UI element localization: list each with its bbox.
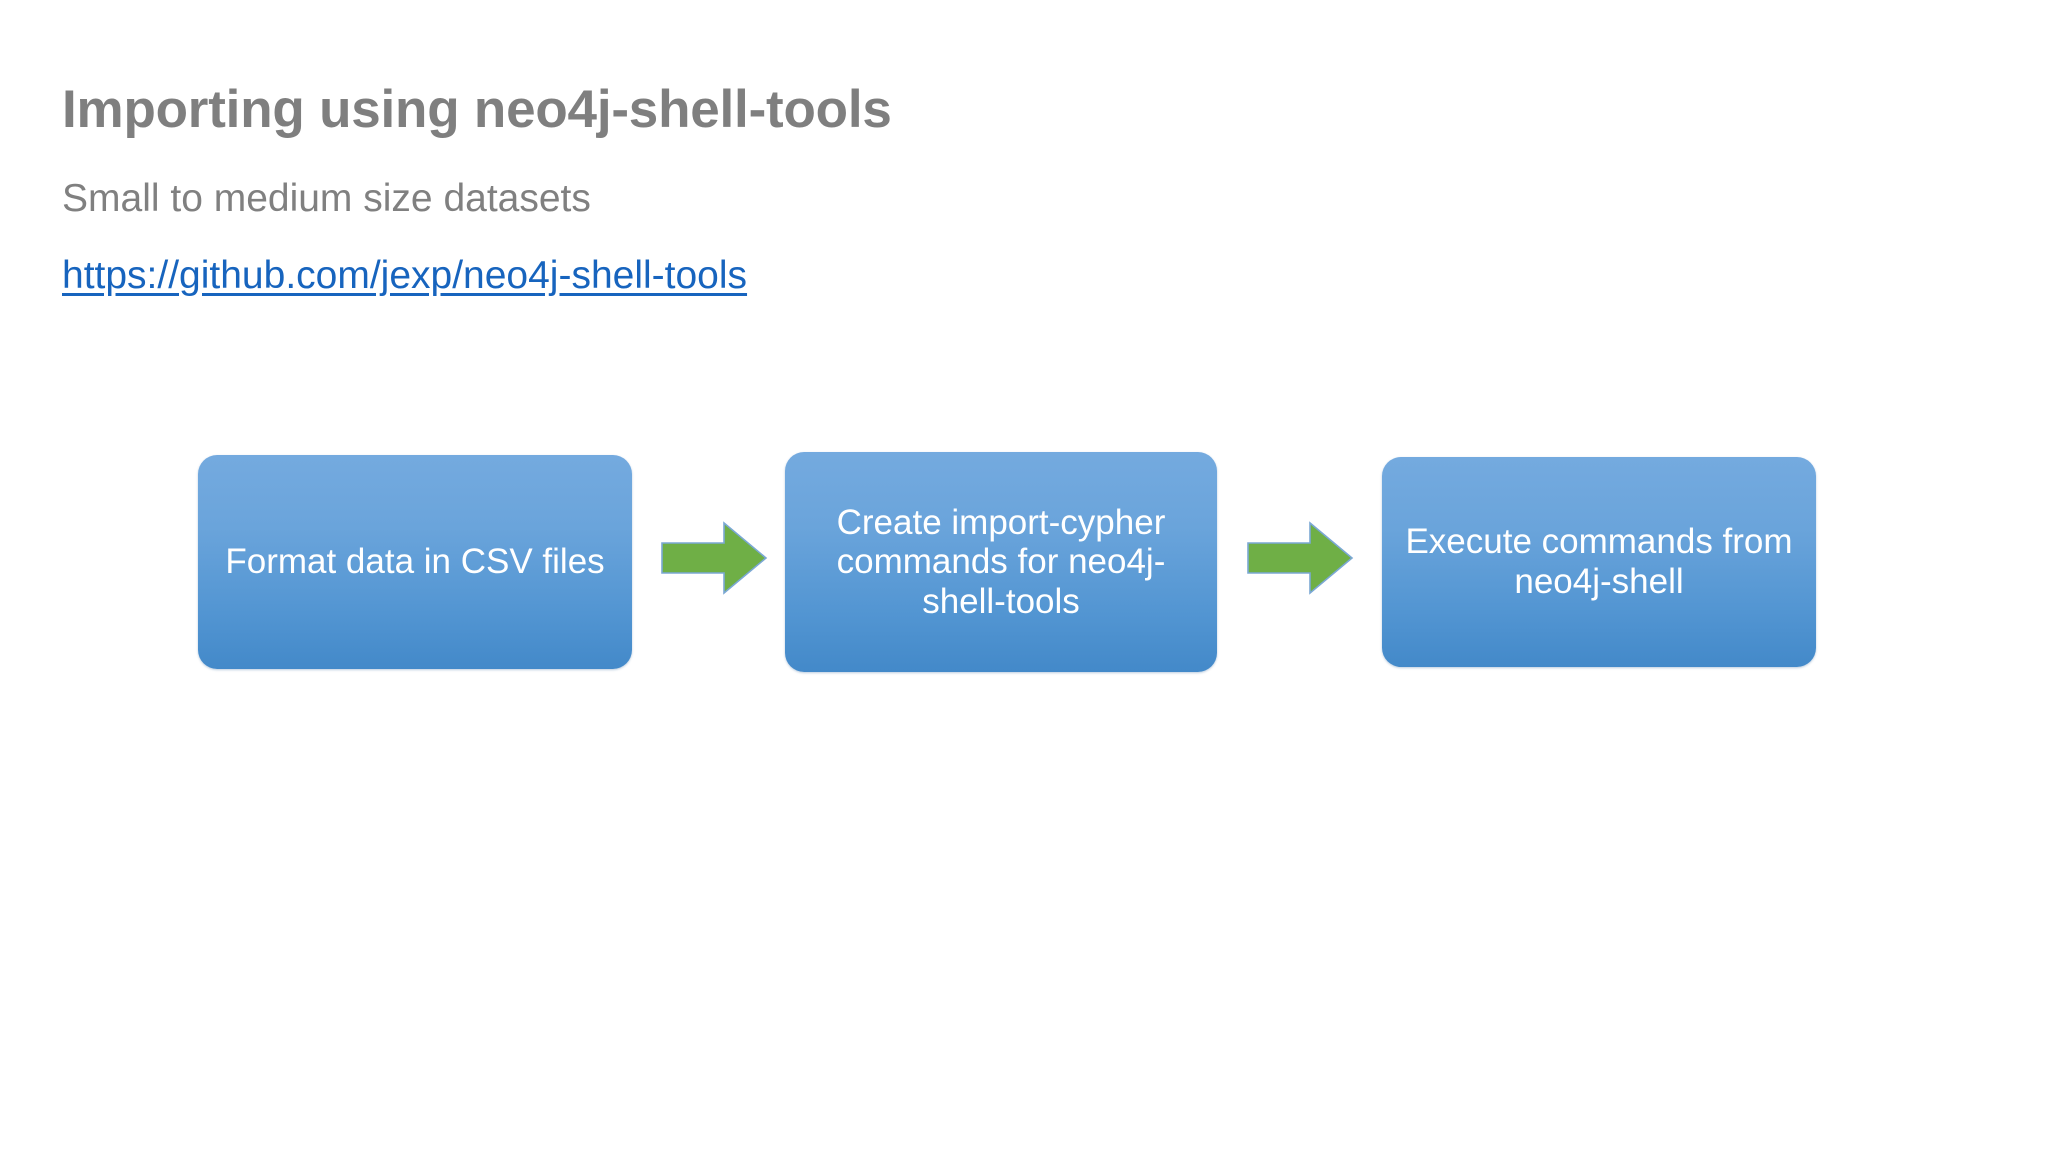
flow-step-2-label: Create import-cypher commands for neo4j-… bbox=[836, 502, 1166, 621]
arrow-right-icon-1 bbox=[661, 521, 768, 595]
flow-step-3[interactable]: Execute commands from neo4j-shell bbox=[1382, 457, 1816, 667]
flow-step-3-label: Execute commands from neo4j-shell bbox=[1405, 522, 1793, 601]
page-title: Importing using neo4j-shell-tools bbox=[62, 79, 892, 139]
flow-step-1-label: Format data in CSV files bbox=[225, 542, 605, 582]
arrow-right-icon-2 bbox=[1247, 521, 1354, 595]
github-repo-link[interactable]: https://github.com/jexp/neo4j-shell-tool… bbox=[62, 254, 748, 297]
slide-subtitle: Small to medium size datasets bbox=[62, 177, 591, 220]
flow-step-1[interactable]: Format data in CSV files bbox=[198, 455, 632, 669]
flow-step-2[interactable]: Create import-cypher commands for neo4j-… bbox=[785, 452, 1217, 672]
